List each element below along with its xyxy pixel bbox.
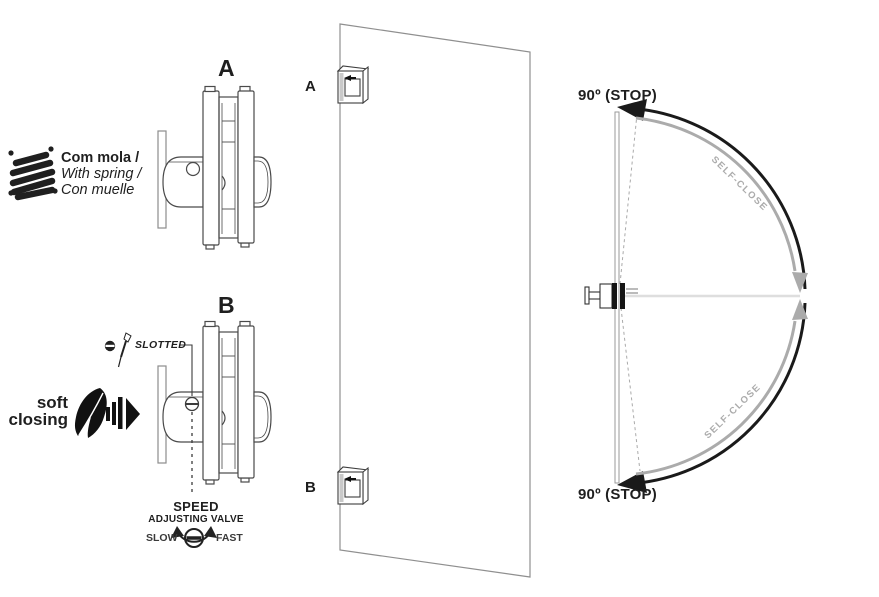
door-hinge-b-label: B [305, 479, 316, 496]
soft-closing-line1: soft [36, 393, 68, 412]
spring-hinge-screw [185, 161, 201, 177]
door-hinge-a-label: A [305, 78, 316, 95]
speed-valve-title: SPEED [173, 499, 219, 514]
slotted-screw-icon [184, 396, 200, 412]
spring-note-en: With spring / [61, 166, 142, 182]
glass-door-panel [339, 23, 531, 578]
soft-closing-note: soft closing [8, 394, 68, 428]
self-close-label-top: SELF-CLOSE [709, 154, 770, 213]
speed-adjust-screw-icon [171, 526, 217, 548]
stop-angle-bottom-label: 90º (STOP) [578, 486, 657, 503]
fast-label: FAST [216, 532, 243, 544]
hinge-b-side-drawing [157, 320, 272, 496]
hinge-a-side-drawing [157, 85, 272, 250]
feather-soft-close-icon [74, 388, 140, 438]
spring-icon [8, 146, 58, 201]
spring-note-es: Con muelle [61, 182, 135, 198]
speed-valve-subtitle: ADJUSTING VALVE [148, 514, 244, 525]
slow-label: SLOW [146, 532, 178, 544]
pivot-hinge-top-view [584, 283, 638, 309]
door-bracket-b [337, 466, 369, 505]
screwdriver-icon [104, 332, 132, 368]
variant-a-label: A [218, 55, 236, 81]
door-bracket-a [337, 65, 369, 104]
stop-angle-top-label: 90º (STOP) [578, 87, 657, 104]
slotted-label: SLOTTED [135, 339, 187, 351]
soft-closing-line2: closing [8, 410, 68, 429]
stop-arrowhead-bottom [617, 471, 647, 493]
self-close-arrowhead-bottom [792, 299, 808, 320]
stop-arrowhead-top [617, 99, 647, 121]
variant-b-label: B [218, 292, 236, 318]
self-close-arc-bottom [635, 320, 797, 476]
self-close-arrowhead-top [792, 272, 808, 293]
swing-diagram: SELF-CLOSE SELF-CLOSE [584, 99, 808, 493]
open-swing-arc-bottom [626, 302, 807, 486]
spring-note-pt: Com mola / [61, 150, 140, 166]
slotted-callout-line [179, 344, 193, 396]
self-close-arc-top [635, 116, 797, 272]
open-swing-arc-top [626, 106, 807, 290]
spring-note: Com mola / With spring / Con muelle [61, 150, 141, 198]
